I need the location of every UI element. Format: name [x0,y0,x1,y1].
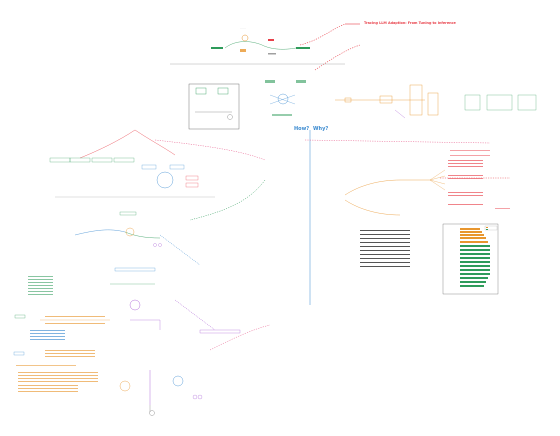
top-cluster: · · · · · · [211,28,310,55]
why-label: Why? [313,126,329,132]
mid-left-cluster [74,211,201,285]
right-text-column [450,150,510,209]
left-tree-upper [49,129,215,198]
embedded-bar-chart [442,223,499,295]
lower-left-cluster [13,276,241,357]
right-flow-cluster [335,84,537,119]
center-network [265,80,306,116]
pink-connector-1 [304,139,491,144]
pink-connector-3 [189,179,266,221]
how-label: How? [294,126,310,132]
bottom-cluster [18,324,271,416]
svg-text:· · · · · ·: · · · · · · [240,28,246,30]
middle-box-cluster [188,83,240,130]
pink-connector-2 [154,139,266,161]
diagram-title: Tracing LLM Adaption: From Tuning to Inf… [364,21,456,25]
title-connector [299,23,346,46]
right-tree-why [344,160,483,267]
left-note-lines [16,365,76,366]
right-connector [314,44,361,71]
